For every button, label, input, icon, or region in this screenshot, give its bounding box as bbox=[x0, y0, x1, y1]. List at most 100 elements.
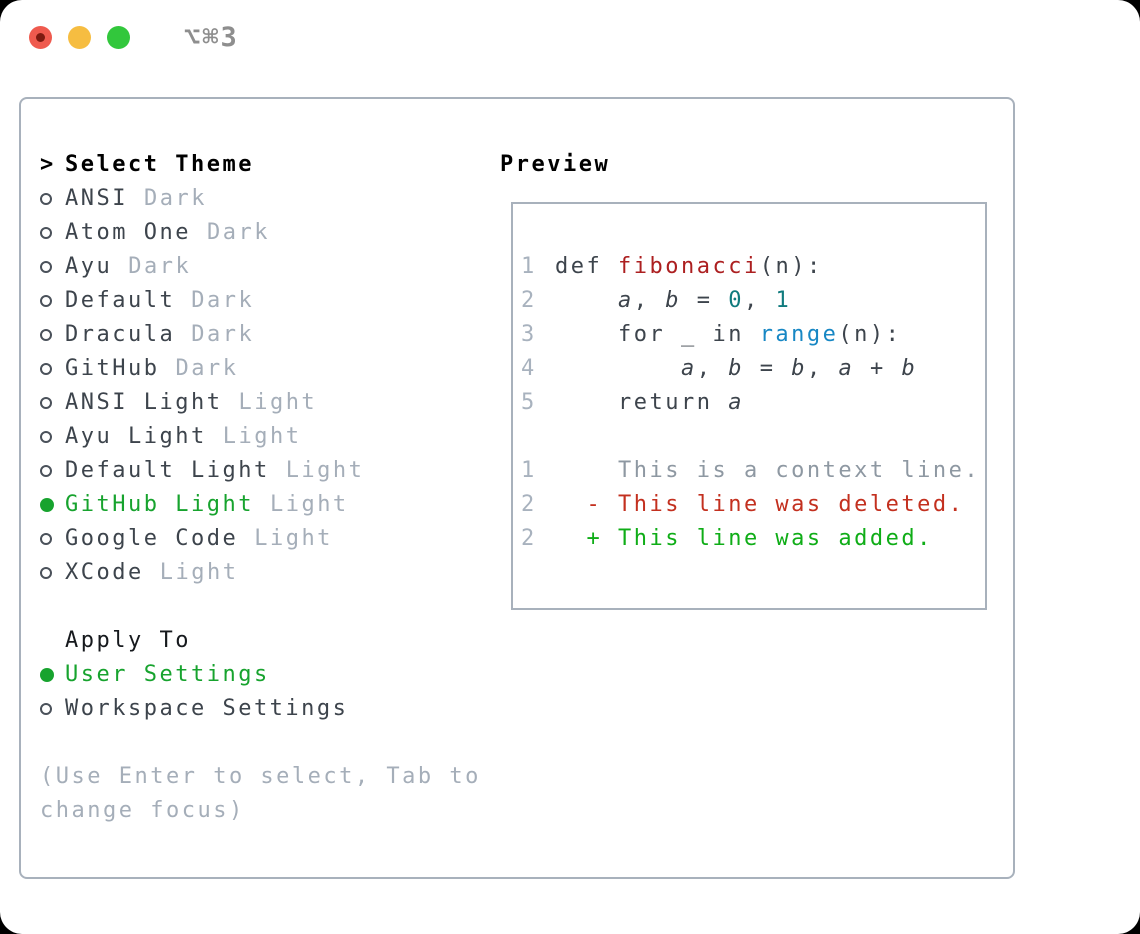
radio-icon bbox=[40, 397, 52, 409]
radio-selected-icon bbox=[40, 498, 54, 512]
theme-variant-tag: Light bbox=[238, 390, 318, 415]
code-token: fibonacci bbox=[617, 254, 760, 279]
code-token: b bbox=[665, 288, 681, 313]
code-line: 4 a, b = b, a + b bbox=[521, 352, 985, 386]
line-number: 1 bbox=[521, 254, 537, 279]
code-token: , bbox=[633, 288, 666, 313]
theme-option-ansi-light[interactable]: ANSI Light Light bbox=[40, 386, 481, 420]
apply-to-header: Apply To bbox=[40, 624, 481, 658]
theme-name: Atom One bbox=[65, 220, 191, 245]
theme-option-default[interactable]: Default Dark bbox=[40, 284, 481, 318]
code-line: 2 - This line was deleted. bbox=[521, 488, 985, 522]
spacer bbox=[40, 590, 481, 624]
theme-name: Google Code bbox=[65, 526, 239, 551]
line-number: 4 bbox=[521, 356, 537, 381]
code-token: a bbox=[728, 390, 744, 415]
apply-option-workspace-settings[interactable]: Workspace Settings bbox=[40, 692, 481, 726]
theme-name: ANSI Light bbox=[65, 390, 223, 415]
line-number: 5 bbox=[521, 390, 537, 415]
theme-variant-tag: Light bbox=[269, 492, 349, 517]
theme-variant-tag: Dark bbox=[206, 220, 270, 245]
radio-icon bbox=[40, 363, 52, 375]
theme-name: GitHub bbox=[65, 356, 160, 381]
code-line: 3 for _ in range(n): bbox=[521, 318, 985, 352]
radio-icon bbox=[40, 295, 52, 307]
theme-variant-tag: Light bbox=[159, 560, 239, 585]
apply-option-label: User Settings bbox=[65, 662, 270, 687]
code-token: , bbox=[743, 288, 776, 313]
minimize-button[interactable] bbox=[68, 26, 91, 49]
theme-variant-tag: Light bbox=[254, 526, 333, 551]
code-token: = bbox=[743, 356, 792, 381]
line-number: 1 bbox=[521, 458, 537, 483]
code-token: range bbox=[759, 322, 839, 347]
code-token: for _ in bbox=[555, 322, 760, 347]
radio-icon bbox=[40, 227, 52, 239]
radio-icon bbox=[40, 533, 52, 545]
theme-name: Default bbox=[65, 288, 176, 313]
code-token: a bbox=[838, 356, 855, 381]
maximize-button[interactable] bbox=[107, 26, 130, 49]
code-token: (n): bbox=[759, 254, 823, 279]
hint-text-line: (Use Enter to select, Tab to bbox=[40, 764, 481, 789]
close-button[interactable] bbox=[29, 26, 52, 49]
theme-variant-tag: Dark bbox=[191, 288, 255, 313]
code-line bbox=[521, 420, 985, 454]
code-token: + This line was added. bbox=[555, 526, 933, 551]
code-token: , bbox=[696, 356, 729, 381]
line-number: 2 bbox=[521, 526, 537, 551]
line-number: 3 bbox=[521, 322, 537, 347]
code-token: (n): bbox=[838, 322, 902, 347]
focus-caret: > bbox=[40, 152, 56, 177]
theme-name: Dracula bbox=[65, 322, 176, 347]
code-token: + bbox=[854, 356, 902, 381]
code-token: , bbox=[806, 356, 839, 381]
apply-option-label: Workspace Settings bbox=[65, 696, 349, 721]
theme-option-atom-one[interactable]: Atom One Dark bbox=[40, 216, 481, 250]
theme-name: XCode bbox=[65, 560, 144, 585]
apply-option-user-settings[interactable]: User Settings bbox=[40, 658, 481, 692]
unsaved-indicator-icon bbox=[36, 33, 45, 42]
line-number: 2 bbox=[521, 492, 537, 517]
code-token: = bbox=[680, 288, 729, 313]
code-token: 0 bbox=[728, 288, 744, 313]
radio-icon bbox=[40, 567, 52, 579]
code-token: 1 bbox=[775, 288, 792, 313]
radio-selected-icon bbox=[40, 668, 54, 682]
code-line: 1 This is a context line. bbox=[521, 454, 985, 488]
theme-option-google-code[interactable]: Google Code Light bbox=[40, 522, 481, 556]
theme-variant-tag: Dark bbox=[143, 186, 207, 211]
window-shortcut-label: ⌥⌘3 bbox=[184, 22, 239, 53]
code-line: 5 return a bbox=[521, 386, 985, 420]
theme-option-default-light[interactable]: Default Light Light bbox=[40, 454, 481, 488]
theme-name: Default Light bbox=[65, 458, 270, 483]
radio-icon bbox=[40, 193, 52, 205]
theme-option-xcode[interactable]: XCode Light bbox=[40, 556, 481, 590]
code-token: a bbox=[617, 288, 634, 313]
code-token: return bbox=[555, 390, 729, 415]
theme-variant-tag: Light bbox=[222, 424, 302, 449]
hint-text-line: change focus) bbox=[40, 798, 245, 823]
preview-title: Preview bbox=[500, 152, 611, 177]
code-token: b bbox=[728, 356, 744, 381]
theme-list-title: Select Theme bbox=[65, 152, 254, 177]
radio-icon bbox=[40, 465, 52, 477]
theme-option-github-light[interactable]: GitHub Light Light bbox=[40, 488, 481, 522]
theme-list-header: > Select Theme bbox=[40, 148, 481, 182]
code-token: a bbox=[680, 356, 697, 381]
theme-variant-tag: Light bbox=[285, 458, 365, 483]
radio-icon bbox=[40, 261, 52, 273]
code-token: This is a context line. bbox=[555, 458, 981, 483]
theme-name: GitHub Light bbox=[65, 492, 254, 517]
code-token: b bbox=[791, 356, 807, 381]
code-token bbox=[555, 288, 618, 313]
